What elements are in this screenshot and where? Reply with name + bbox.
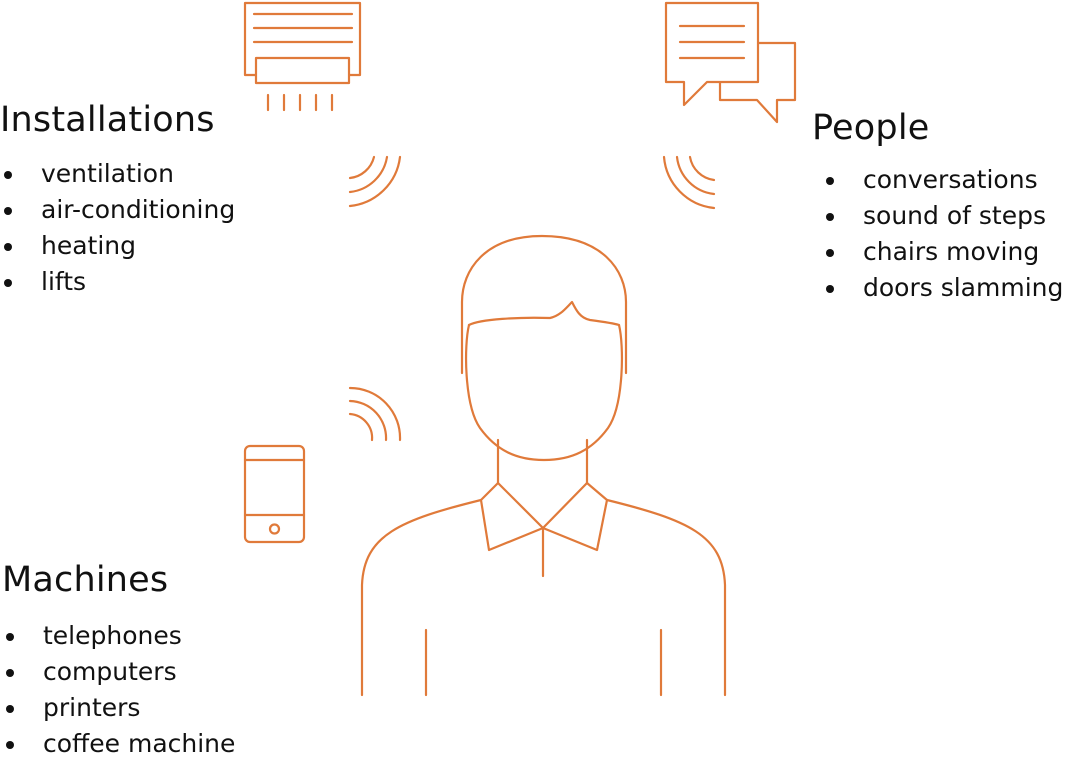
machines-group: Machines telephones computers printers c… — [2, 560, 235, 762]
list-item: printers — [2, 690, 235, 726]
people-list: conversations sound of steps chairs movi… — [812, 162, 1063, 306]
people-heading: People — [812, 108, 930, 148]
list-item: coffee machine — [2, 726, 235, 762]
machines-heading: Machines — [2, 560, 169, 600]
list-item: telephones — [2, 618, 235, 654]
list-item: computers — [2, 654, 235, 690]
people-group: People conversations sound of steps chai… — [812, 108, 1063, 306]
sound-waves-icon — [350, 388, 400, 440]
list-item: heating — [0, 228, 235, 264]
smartphone-icon — [245, 446, 304, 542]
chat-bubbles-icon — [666, 3, 795, 122]
list-item: conversations — [812, 162, 1063, 198]
list-item: air-conditioning — [0, 192, 235, 228]
installations-list: ventilation air-conditioning heating lif… — [0, 156, 235, 300]
sound-waves-icon — [350, 157, 400, 206]
list-item: ventilation — [0, 156, 235, 192]
list-item: sound of steps — [812, 198, 1063, 234]
list-item: chairs moving — [812, 234, 1063, 270]
air-conditioner-icon — [245, 3, 360, 110]
list-item: doors slamming — [812, 270, 1063, 306]
installations-group: Installations ventilation air-conditioni… — [0, 100, 235, 300]
sound-waves-icon — [664, 157, 714, 208]
list-item: lifts — [0, 264, 235, 300]
person-icon — [362, 236, 725, 695]
installations-heading: Installations — [0, 100, 215, 140]
machines-list: telephones computers printers coffee mac… — [2, 618, 235, 762]
